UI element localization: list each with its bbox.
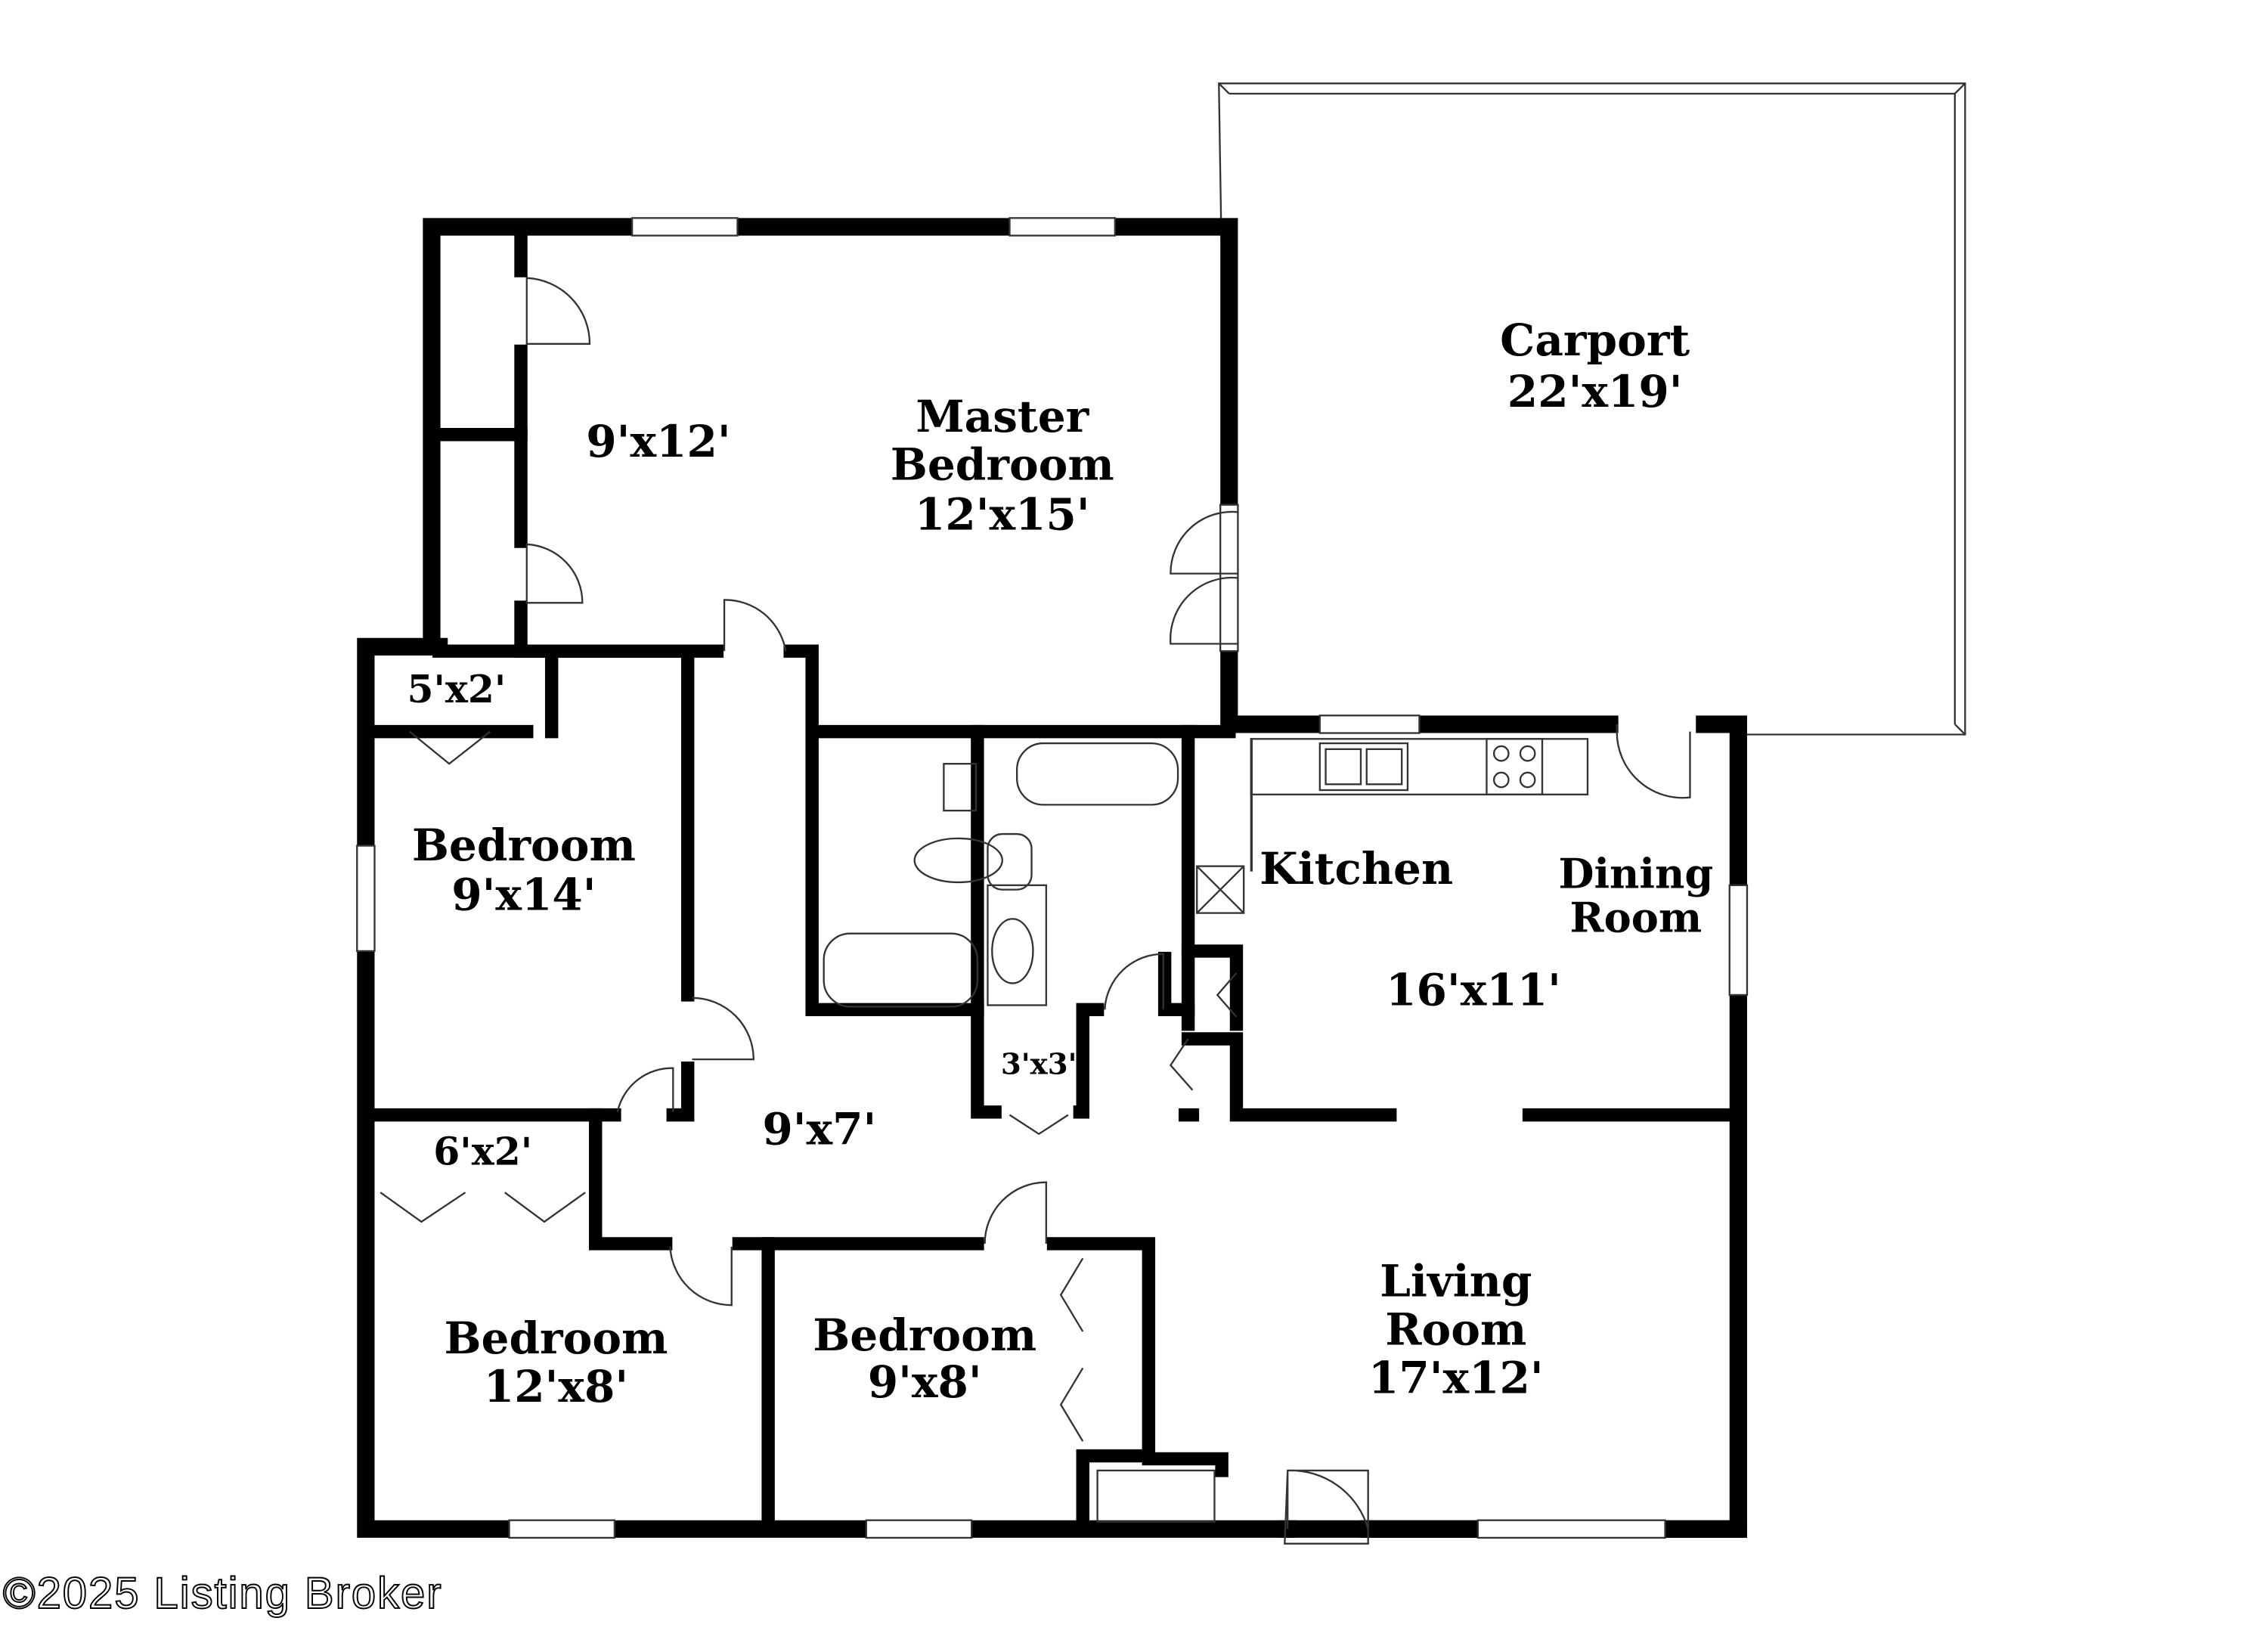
kitchen-label: Kitchen: [1259, 842, 1453, 894]
master-bedroom-label-1: Master: [916, 390, 1089, 442]
closet-b-size: 3'x3': [1001, 1047, 1077, 1081]
hall-size: 9'x7': [762, 1102, 876, 1155]
carport-label: Carport: [1500, 314, 1690, 366]
bedroom-c-size: 9'x8': [868, 1356, 982, 1408]
master-bedroom-label-2: Bedroom: [891, 439, 1114, 491]
bedroom-a-size: 9'x14': [451, 869, 596, 921]
dining-room-label-1: Dining: [1558, 850, 1713, 898]
closet-a-size: 5'x2': [407, 667, 506, 711]
doors: [380, 277, 1691, 1545]
bedroom-b-size: 12'x8': [484, 1360, 628, 1412]
bedroom-b-label: Bedroom: [444, 1312, 668, 1364]
bedroom-c-label: Bedroom: [813, 1309, 1036, 1361]
copyright-watermark: ©2025 Listing Broker: [3, 1569, 443, 1618]
kitchen-dining-size: 16'x11': [1386, 964, 1561, 1016]
dining-room-label-2: Room: [1570, 894, 1703, 942]
master-closet-size: 9'x12': [586, 415, 730, 467]
master-bedroom-size: 12'x15': [915, 488, 1090, 541]
exterior-walls: [357, 218, 1747, 1538]
closet-c-size: 6'x2': [433, 1129, 532, 1173]
fixtures: [823, 738, 1589, 1523]
bedroom-a-label: Bedroom: [412, 819, 636, 871]
living-room-size: 17'x12': [1368, 1351, 1544, 1403]
living-room-label-1: Living: [1380, 1255, 1532, 1307]
living-room-label-2: Room: [1385, 1303, 1526, 1355]
interior-walls: [366, 227, 1746, 1529]
carport-size: 22'x19': [1507, 365, 1683, 417]
